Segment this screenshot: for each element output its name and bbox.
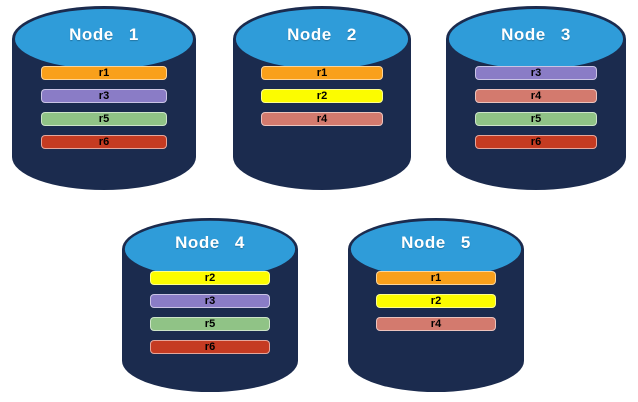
node-title: Node 5: [401, 233, 471, 252]
replica-bar-r2: r2: [376, 294, 496, 308]
replica-bar-r4: r4: [261, 112, 383, 126]
replica-bar-r1: r1: [376, 271, 496, 285]
db-node-2: Node 2 r1 r2 r4: [233, 5, 411, 191]
replica-bar-r4: r4: [474, 89, 598, 103]
cylinder-top-face: [350, 220, 522, 278]
cylinder-top-face: [124, 220, 296, 278]
replica-bar-r5: r5: [41, 112, 167, 126]
node-title: Node 2: [287, 25, 357, 44]
replica-bar-r3: r3: [41, 89, 167, 103]
replica-bar-r4: r4: [376, 317, 496, 331]
db-node-3: Node 3 r3 r4 r5 r6: [446, 5, 626, 191]
db-node-4: Node 4 r2 r3 r5 r6: [122, 217, 298, 393]
replica-bar-r2: r2: [150, 271, 270, 285]
replica-bar-r3: r3: [150, 294, 270, 308]
replica-list: r1 r3 r5 r6: [41, 66, 167, 158]
replica-bar-r1: r1: [41, 66, 167, 80]
replica-list: r1 r2 r4: [261, 66, 383, 135]
replica-list: r1 r2 r4: [376, 271, 496, 340]
node-title: Node 4: [175, 233, 245, 252]
replica-bar-r6: r6: [41, 135, 167, 149]
db-node-5: Node 5 r1 r2 r4: [348, 217, 524, 393]
replica-list: r3 r4 r5 r6: [474, 66, 598, 158]
cylinder-top-face: [235, 9, 409, 69]
node-title: Node 3: [501, 25, 571, 44]
node-title: Node 1: [69, 25, 139, 44]
replica-bar-r6: r6: [474, 135, 598, 149]
cylinder-top-face: [448, 9, 624, 69]
replica-bar-r1: r1: [261, 66, 383, 80]
replica-bar-r3: r3: [474, 66, 598, 80]
db-node-1: Node 1 r1 r3 r5 r6: [12, 5, 196, 191]
cylinder-top-face: [15, 9, 193, 69]
replica-bar-r2: r2: [261, 89, 383, 103]
replica-bar-r5: r5: [474, 112, 598, 126]
replica-bar-r5: r5: [150, 317, 270, 331]
replica-list: r2 r3 r5 r6: [150, 271, 270, 363]
replica-bar-r6: r6: [150, 340, 270, 354]
